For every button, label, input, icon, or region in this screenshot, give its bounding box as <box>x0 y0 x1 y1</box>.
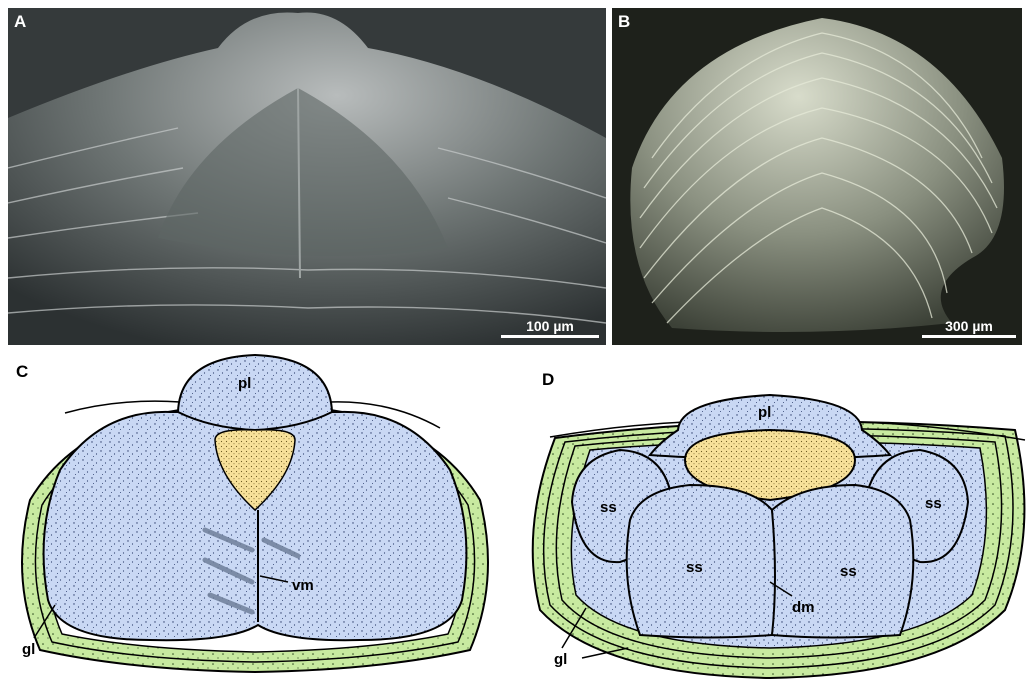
prodissoconch-lobe <box>178 355 332 430</box>
panel-a-photo: A 100 µm <box>8 8 606 345</box>
label-ss-4: ss <box>840 563 857 580</box>
label-pl-d: pl <box>758 404 771 421</box>
scale-bar-a-text: 100 µm <box>501 318 599 334</box>
panel-b-label: B <box>618 12 630 32</box>
larval-anatomy-diagram: pl vm gl <box>0 350 510 685</box>
panel-b-photo: B 300 µm <box>612 8 1022 345</box>
label-vm: vm <box>292 577 314 594</box>
label-ss-1: ss <box>600 499 617 516</box>
scale-bar-b-text: 300 µm <box>922 318 1016 334</box>
label-dm: dm <box>792 599 815 616</box>
panel-d-diagram: D pl ss ss ss ss dm gl <box>510 350 1029 685</box>
juvenile-shell-sem-image <box>612 8 1022 345</box>
label-gl-c: gl <box>22 641 35 658</box>
scale-bar-b-line <box>922 335 1016 338</box>
larval-shell-sem-image <box>8 8 606 345</box>
juvenile-anatomy-diagram: pl ss ss ss ss dm gl <box>510 350 1029 685</box>
panel-c-diagram: C pl vm gl <box>0 350 510 685</box>
scale-bar-a: 100 µm <box>501 318 599 338</box>
scale-bar-a-line <box>501 335 599 338</box>
label-pl-c: pl <box>238 375 251 392</box>
label-ss-3: ss <box>686 559 703 576</box>
label-gl-d: gl <box>554 651 567 668</box>
label-ss-2: ss <box>925 495 942 512</box>
scale-bar-b: 300 µm <box>922 318 1016 338</box>
panel-a-label: A <box>14 12 26 32</box>
